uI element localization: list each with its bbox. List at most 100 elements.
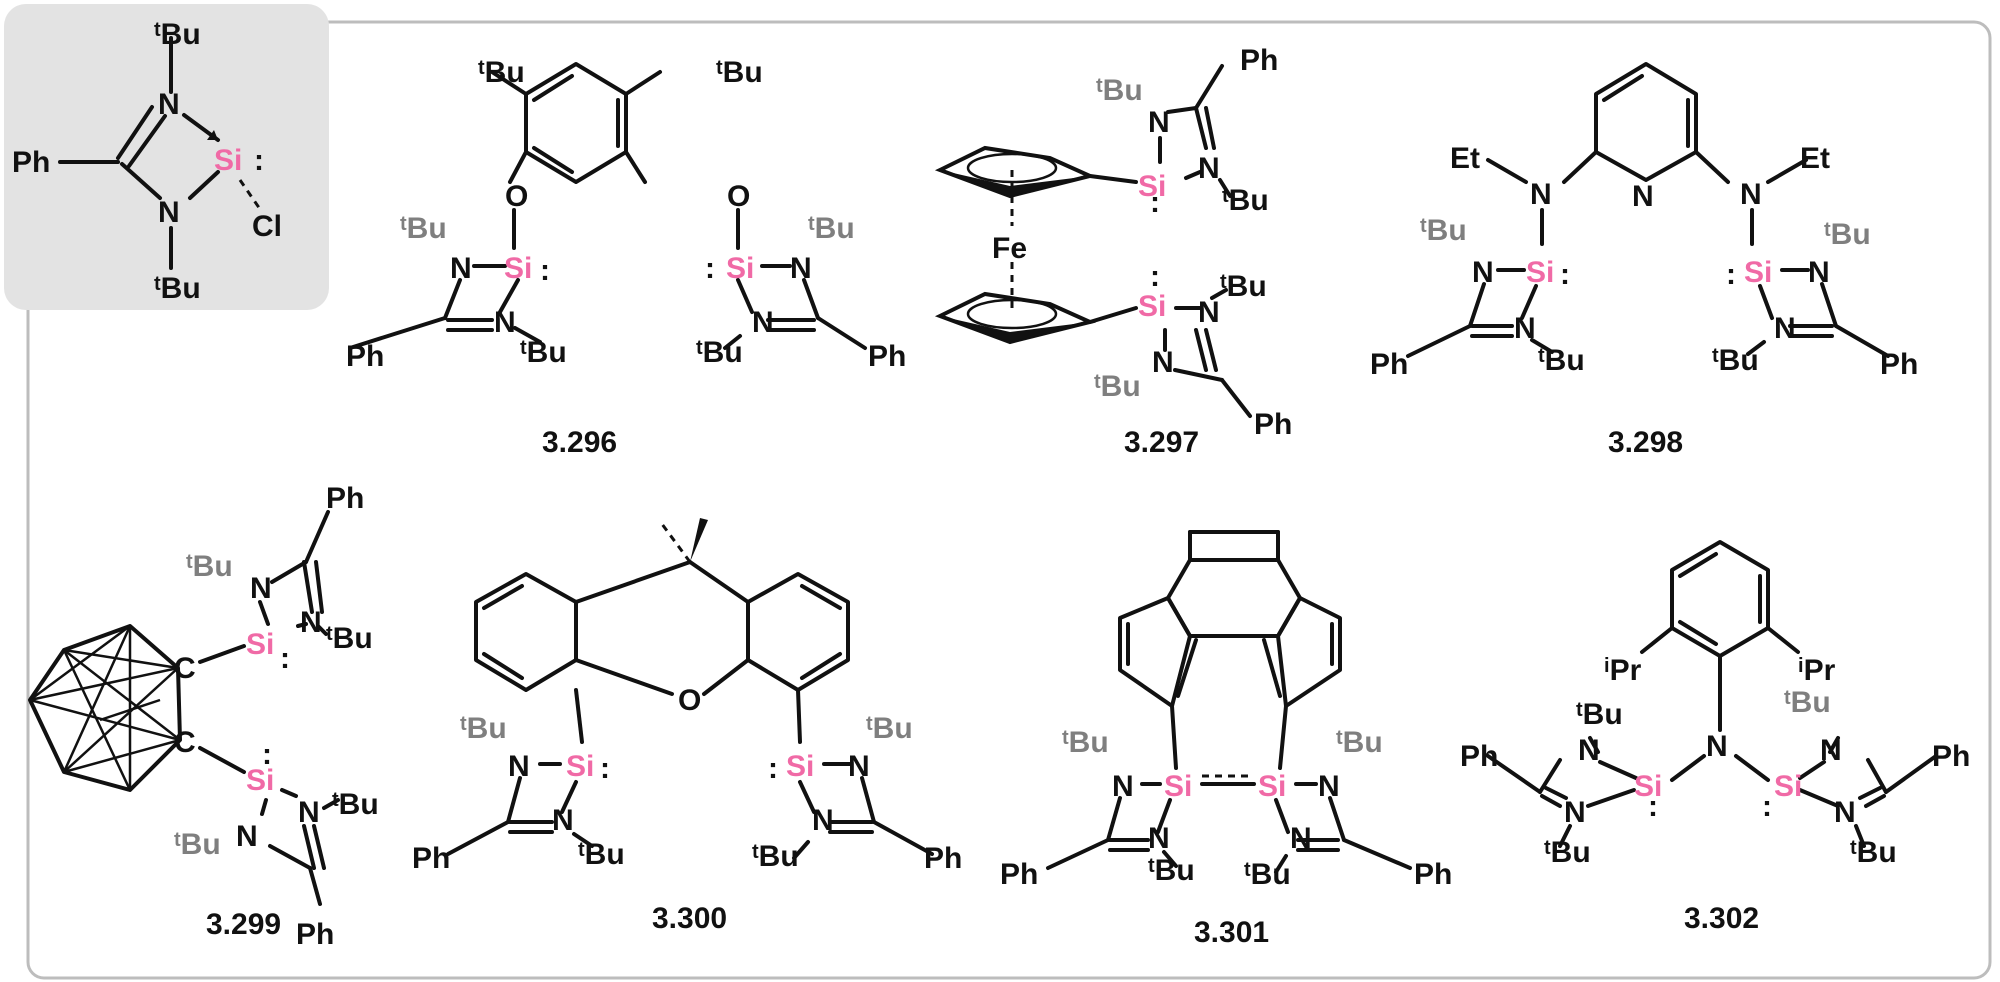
compound-id-3-297: 3.297 — [1124, 426, 1199, 459]
bond-line — [746, 572, 850, 692]
bond-line — [736, 278, 754, 314]
atom-label-part: Bu — [485, 56, 525, 89]
bond-line — [322, 798, 340, 810]
structure-3-297: Fe tBu Ph N Si N : tBu : Si N tBu N tBu … — [934, 44, 1292, 441]
bond-line — [1538, 758, 1562, 794]
bond-line — [1866, 758, 1888, 794]
atom-label: N — [1152, 346, 1174, 379]
bond-line — [188, 170, 220, 200]
bond-line — [1834, 324, 1890, 358]
atom-label: O — [678, 684, 701, 717]
atom-label-part: Bu — [1103, 74, 1143, 107]
atom-label: : — [705, 252, 715, 285]
atom-label-part: t — [460, 713, 467, 735]
compound-id-3-300: 3.300 — [652, 902, 727, 935]
atom-label: N — [752, 306, 774, 339]
bond-line — [690, 518, 708, 562]
bond-line — [348, 316, 447, 350]
bond-line — [308, 866, 322, 906]
atom-label: Et — [1800, 142, 1830, 175]
atom-label: tBu — [808, 212, 855, 245]
bond-line — [1218, 178, 1232, 198]
bond-line — [296, 622, 308, 628]
atom-label: Ph — [1880, 348, 1918, 381]
bond-line — [572, 832, 594, 848]
bond-line — [1640, 626, 1674, 654]
bond-line — [443, 278, 462, 320]
atom-label: N — [1740, 178, 1762, 211]
bond-line — [1746, 340, 1766, 356]
atom-label-part: t — [332, 789, 339, 811]
atom-label: N — [494, 306, 516, 339]
atom-label: tBu — [460, 712, 507, 745]
bond-line — [1884, 754, 1938, 794]
atom-label: : — [1150, 260, 1160, 293]
bond-line — [1602, 74, 1644, 102]
bond-line — [624, 70, 662, 96]
bond-line — [29, 666, 179, 702]
atom-n: N — [158, 88, 180, 121]
bond-line — [28, 624, 182, 792]
atom-label: tBu — [154, 18, 201, 51]
bond-line — [1678, 552, 1718, 578]
bond-line — [1586, 788, 1636, 808]
atom-label: : — [1560, 258, 1570, 291]
bond-line — [1562, 150, 1598, 184]
atom-label-part: Bu — [1857, 836, 1897, 869]
bond-line — [1088, 174, 1138, 184]
bond-line — [1766, 158, 1808, 184]
atom-label-part: Bu — [161, 272, 201, 305]
atom-label: Si — [1526, 256, 1554, 289]
atom-label-part: t — [1420, 215, 1427, 237]
bond-line — [574, 658, 674, 696]
bond-line — [1194, 106, 1208, 150]
atom-label: tBu — [1850, 836, 1897, 869]
atom-label: Ph — [346, 340, 384, 373]
bond-line — [1766, 626, 1800, 654]
bond-line — [29, 698, 181, 742]
atom-label-part: i — [1604, 655, 1610, 677]
bond-line — [1118, 596, 1192, 708]
bond-line — [560, 780, 578, 814]
atom-label: Si — [1774, 770, 1802, 803]
atom-label: Ph — [1000, 858, 1038, 891]
bond-line — [1328, 796, 1346, 842]
atom-label-part: Bu — [1583, 698, 1623, 731]
atom-label-part: t — [1222, 185, 1229, 207]
atom-label-part: i — [1798, 655, 1804, 677]
bond-line — [302, 560, 314, 614]
bond-line — [207, 130, 218, 140]
atom-label-part: Bu — [1719, 344, 1759, 377]
bond-line — [1798, 760, 1826, 780]
atom-label: N — [552, 804, 574, 837]
bond-line — [1210, 288, 1228, 300]
atom-label-part: Pr — [1610, 654, 1642, 687]
structure-3-301: tBu N Si N Ph tBu Si N tBu N tBu Ph — [1000, 530, 1452, 891]
atom-label: C — [174, 726, 196, 759]
bond-line — [63, 649, 181, 741]
atom-label-part: t — [1712, 345, 1719, 367]
bond-line — [792, 840, 810, 860]
atom-label: N — [298, 796, 320, 829]
atom-label: : — [540, 254, 550, 287]
atom-label: N — [1530, 178, 1552, 211]
bond-line — [198, 644, 246, 664]
atom-label-part: t — [1544, 837, 1551, 859]
bond-line — [120, 162, 162, 200]
bond-line — [1520, 284, 1538, 320]
tbu-sup: t — [154, 19, 161, 41]
atom-label: tBu — [154, 272, 201, 305]
bond-line — [63, 667, 179, 773]
bond-line — [796, 688, 802, 744]
atom-cl: Cl — [252, 210, 282, 243]
atom-label-part: t — [1220, 271, 1227, 293]
bond-line — [816, 316, 867, 350]
bond-line — [1544, 786, 1568, 800]
atom-label: N — [1632, 180, 1654, 213]
atom-label-part: t — [1784, 687, 1791, 709]
atom-label: N — [1112, 770, 1134, 803]
atom-label: Et — [1450, 142, 1480, 175]
bond-line — [316, 624, 328, 636]
atom-label-part: t — [1576, 699, 1583, 721]
bond-line — [524, 62, 628, 184]
